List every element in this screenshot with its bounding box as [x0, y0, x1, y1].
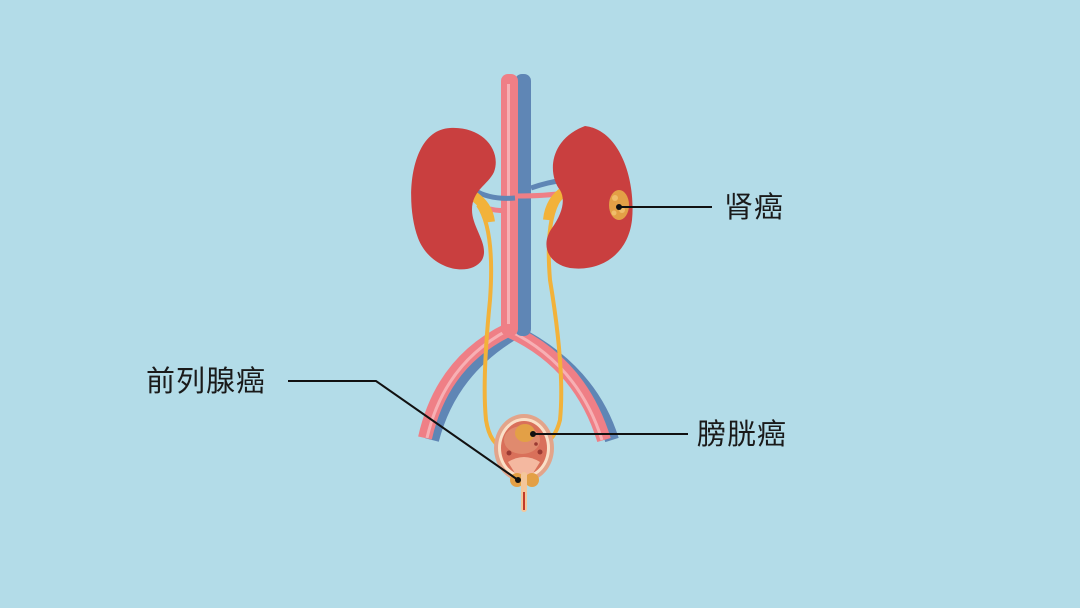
right-kidney [546, 126, 633, 269]
label-kidney-cancer: 肾癌 [724, 190, 785, 224]
left-kidney [411, 127, 496, 270]
iliac-vessels [418, 323, 619, 443]
bladder [494, 414, 554, 482]
prostate [510, 472, 539, 512]
great-vessels [501, 74, 531, 336]
leader-lines [288, 204, 712, 483]
label-prostate-cancer: 前列腺癌 [146, 364, 267, 398]
label-bladder-cancer: 膀胱癌 [697, 417, 788, 451]
